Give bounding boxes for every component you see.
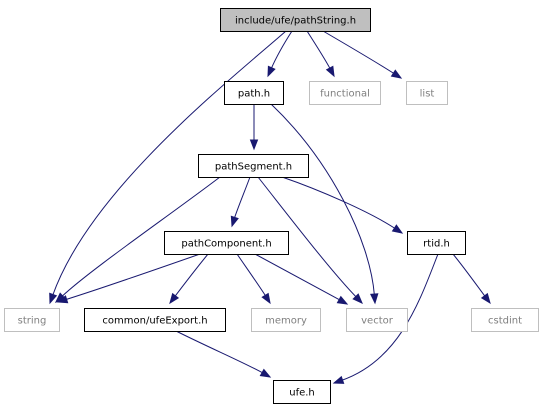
node-label: cstdint [488, 316, 522, 327]
node-label: string [18, 316, 47, 327]
node-label: list [420, 89, 435, 100]
edge-line [322, 30, 395, 75]
edge-arrowhead [370, 293, 379, 305]
node-label: path.h [238, 89, 270, 100]
edge-arrowhead [325, 65, 335, 78]
edge-line [270, 30, 293, 69]
node-functional: functional [309, 81, 381, 105]
node-ufeExport-h[interactable]: common/ufeExport.h [84, 308, 226, 332]
edge-arrowhead [230, 215, 239, 228]
edge-arrowhead [332, 375, 345, 384]
edge-ufeExport_h-to-ufe_h [175, 330, 272, 378]
node-box [309, 81, 381, 105]
edge-line [233, 176, 251, 219]
edge-line [270, 103, 375, 296]
edge-line [174, 253, 209, 297]
edge-line [52, 30, 287, 296]
edge-arrowhead [390, 69, 403, 79]
node-box [251, 308, 321, 332]
node-label: vector [361, 316, 394, 327]
edge-pathComponent_h-to-ufeExport_h [169, 253, 209, 305]
edge-arrowhead [267, 65, 276, 78]
nodes-layer: include/ufe/pathString.h path.h functional… [4, 8, 539, 404]
edge-pathSegment_h-to-rtid_h [281, 176, 404, 234]
node-box [471, 308, 539, 332]
edge-line [65, 253, 201, 301]
node-label: functional [320, 89, 370, 100]
edge-arrowhead [49, 292, 58, 305]
edges-layer [49, 30, 491, 384]
node-box [224, 81, 284, 105]
node-box [198, 154, 309, 178]
edge-arrowhead [259, 368, 272, 378]
edge-arrowhead [249, 139, 259, 151]
node-label: rtid.h [423, 239, 450, 250]
edge-pathComponent_h-to-string [56, 253, 201, 304]
edge-root-to-path_h [267, 30, 293, 78]
node-vector: vector [346, 308, 408, 332]
edge-pathSegment_h-to-pathComponent_h [230, 176, 251, 228]
edge-arrowhead [480, 292, 491, 305]
node-box [4, 308, 60, 332]
node-label: ufe.h [289, 388, 315, 399]
node-label: memory [265, 316, 307, 327]
node-pathSegment-h[interactable]: pathSegment.h [198, 154, 309, 178]
edge-root-to-functional [306, 30, 335, 78]
node-cstdint: cstdint [471, 308, 539, 332]
node-box [346, 308, 408, 332]
edge-arrowhead [391, 224, 404, 234]
edge-root-to-string [49, 30, 287, 305]
edge-arrowhead [169, 292, 180, 305]
edge-pathComponent_h-to-memory [236, 253, 271, 305]
edge-line [236, 253, 267, 297]
edge-line [254, 253, 341, 301]
edge-path_h-to-pathSegment_h [249, 104, 259, 151]
edge-arrowhead [352, 293, 363, 304]
node-box [164, 231, 289, 255]
node-box [406, 81, 448, 105]
node-list: list [406, 81, 448, 105]
edge-arrowhead [261, 292, 271, 305]
edge-path_h-to-vector [270, 103, 379, 305]
node-box [273, 380, 331, 404]
edge-line [452, 253, 486, 297]
edge-pathComponent_h-to-vector [254, 253, 349, 305]
node-rtid-h[interactable]: rtid.h [407, 231, 466, 255]
edge-root-to-list [322, 30, 403, 79]
node-label: pathSegment.h [215, 162, 292, 173]
node-string: string [4, 308, 60, 332]
node-box [84, 308, 226, 332]
node-pathComponent-h[interactable]: pathComponent.h [164, 231, 289, 255]
node-ufe-h[interactable]: ufe.h [273, 380, 331, 404]
node-label: pathComponent.h [181, 239, 271, 250]
edge-line [61, 176, 221, 297]
node-memory: memory [251, 308, 321, 332]
edge-arrowhead [56, 295, 69, 304]
edge-line [281, 176, 396, 230]
node-box [407, 231, 466, 255]
node-box [220, 8, 371, 32]
edge-rtid_h-to-cstdint [452, 253, 491, 305]
node-root[interactable]: include/ufe/pathString.h [220, 8, 371, 32]
node-label: include/ufe/pathString.h [235, 16, 356, 27]
node-path-h[interactable]: path.h [224, 81, 284, 105]
edge-arrowhead [336, 295, 349, 305]
edge-pathSegment_h-to-vector [257, 176, 363, 304]
node-label: common/ufeExport.h [102, 316, 207, 327]
edge-line [257, 176, 357, 298]
edge-line [175, 330, 264, 374]
edge-line [306, 30, 331, 70]
